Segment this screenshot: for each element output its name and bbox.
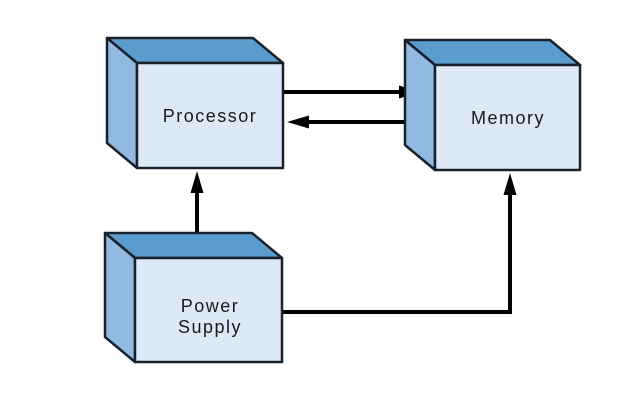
arrowhead-up-icon xyxy=(503,173,517,195)
node-power-supply: Power Supply xyxy=(103,231,284,364)
memory-front-face xyxy=(433,63,582,172)
processor-front-face xyxy=(135,61,285,170)
processor-label: Processor xyxy=(163,106,258,126)
arrow-shaft xyxy=(283,192,512,314)
arrow-memory-to-processor xyxy=(287,115,418,129)
arrowhead-up-icon xyxy=(190,171,204,193)
power-supply-label-line2: Supply xyxy=(178,317,242,337)
memory-label: Memory xyxy=(471,108,545,128)
arrow-processor-to-memory xyxy=(284,85,421,99)
arrow-powersupply-to-memory xyxy=(283,173,517,314)
arrowhead-left-icon xyxy=(287,115,309,129)
power-supply-front-face xyxy=(133,256,284,364)
node-memory: Memory xyxy=(403,38,582,172)
power-supply-label-line1: Power xyxy=(181,296,240,316)
node-processor: Processor xyxy=(105,36,285,170)
